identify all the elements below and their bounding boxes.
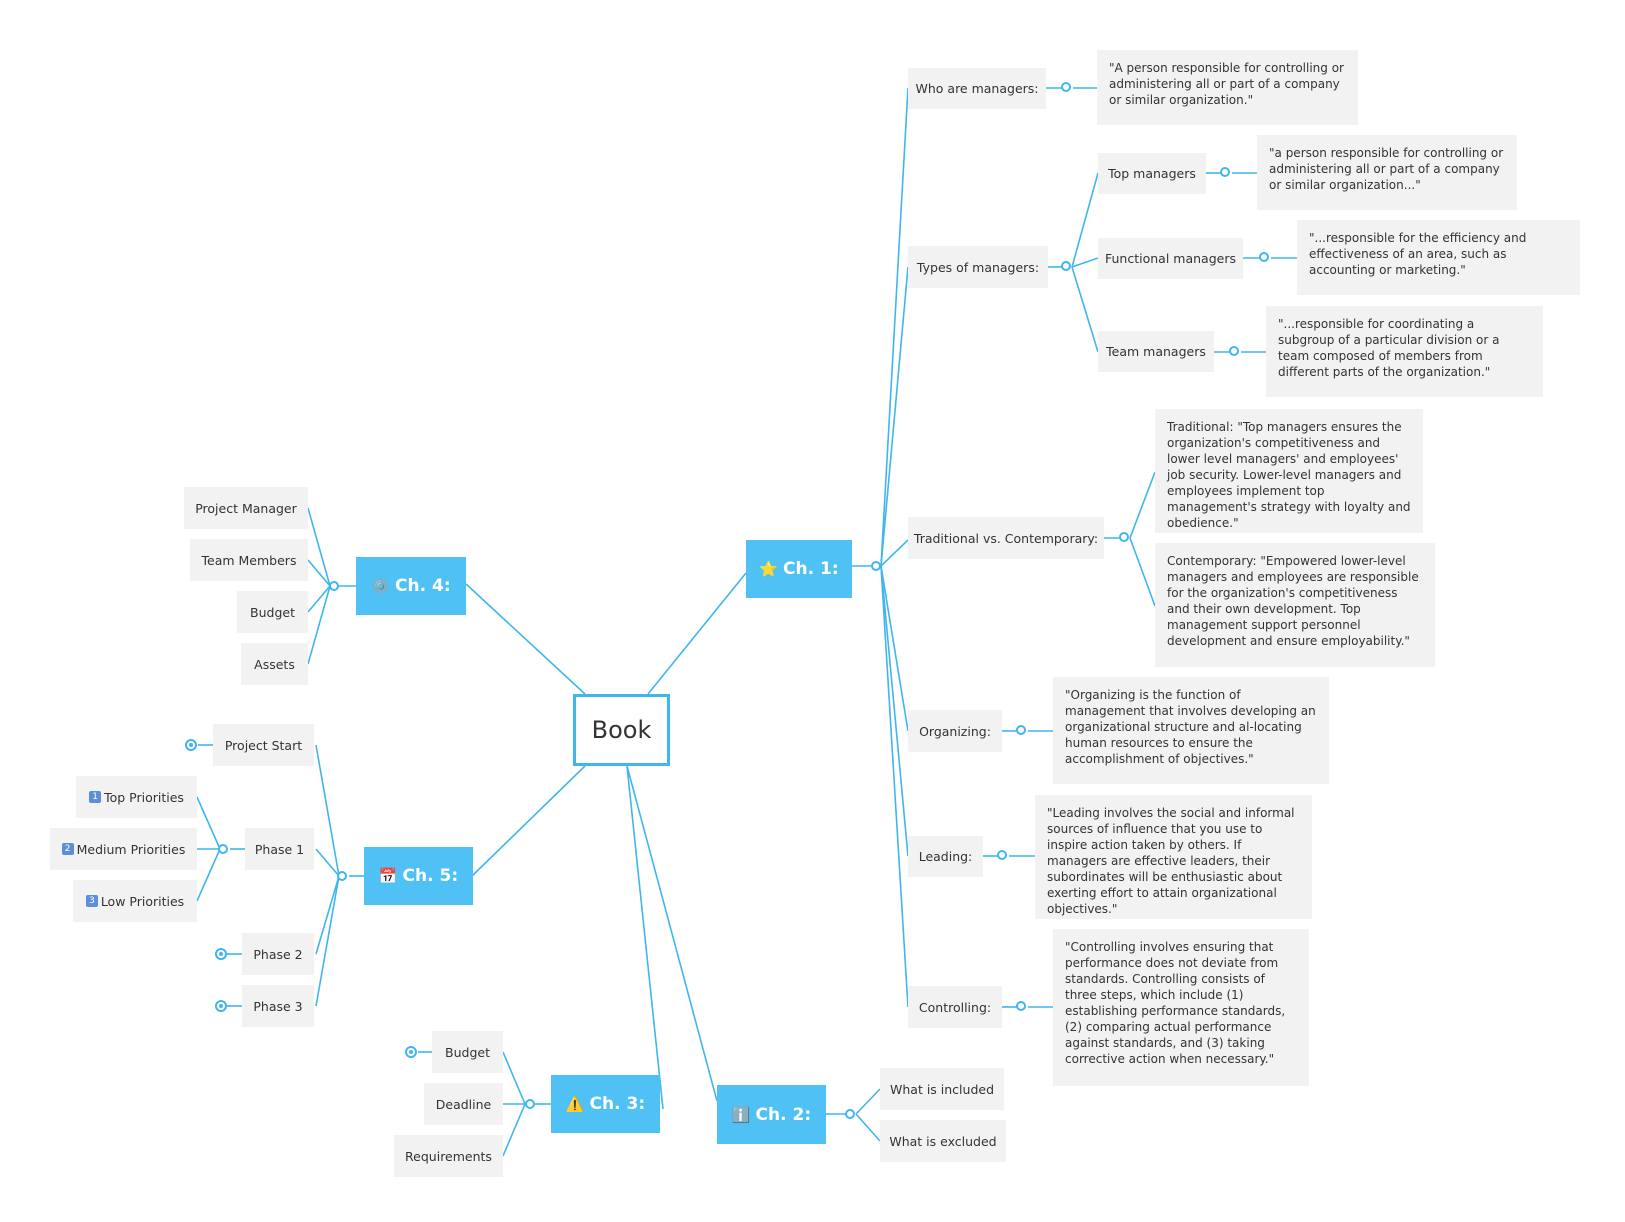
deadline-node[interactable]: Deadline xyxy=(424,1083,503,1125)
number-2-icon: 2 xyxy=(61,843,74,855)
chapter-3-node[interactable]: ⚠️ Ch. 3: xyxy=(551,1075,660,1133)
project-manager-node[interactable]: Project Manager xyxy=(184,487,308,529)
budget-node[interactable]: Budget xyxy=(237,591,308,633)
note-node[interactable]: "...responsible for coordinating a subgr… xyxy=(1266,306,1543,397)
chapter-label: Ch. 4: xyxy=(395,576,451,596)
collapse-toggle[interactable] xyxy=(1061,82,1071,92)
chapter-label: Ch. 2: xyxy=(755,1104,812,1125)
chapter-5-node[interactable]: 📅 Ch. 5: xyxy=(364,847,473,905)
phase-2-node[interactable]: Phase 2 xyxy=(242,933,314,975)
chapter-2-node[interactable]: ℹ️ Ch. 2: xyxy=(717,1085,826,1144)
contemporary-note[interactable]: Contemporary: "Empowered lower-level man… xyxy=(1155,543,1435,667)
leading-node[interactable]: Leading: xyxy=(908,836,983,877)
medium-priorities-node[interactable]: 2 Medium Priorities xyxy=(50,828,197,870)
requirements-node[interactable]: Requirements xyxy=(394,1135,503,1177)
budget-node[interactable]: Budget xyxy=(432,1031,503,1073)
note-node[interactable]: "a person responsible for controlling or… xyxy=(1257,135,1517,210)
note-node[interactable]: "Leading involves the social and informa… xyxy=(1035,795,1312,919)
top-managers-node[interactable]: Top managers xyxy=(1098,153,1206,194)
assets-node[interactable]: Assets xyxy=(241,643,308,685)
number-3-icon: 3 xyxy=(85,895,98,907)
collapse-toggle[interactable] xyxy=(1016,1001,1026,1011)
calendar-icon: 📅 xyxy=(378,867,398,885)
note-node[interactable]: "A person responsible for controlling or… xyxy=(1097,50,1358,125)
who-are-managers-node[interactable]: Who are managers: xyxy=(908,68,1046,109)
chapter-1-node[interactable]: ⭐ Ch. 1: xyxy=(746,540,852,598)
low-priorities-node[interactable]: 3 Low Priorities xyxy=(73,880,197,922)
phase-3-node[interactable]: Phase 3 xyxy=(242,985,314,1027)
collapse-toggle[interactable] xyxy=(997,850,1007,860)
functional-managers-node[interactable]: Functional managers xyxy=(1098,238,1243,279)
traditional-vs-contemporary-node[interactable]: Traditional vs. Contemporary: xyxy=(908,517,1104,559)
collapse-toggle[interactable] xyxy=(329,581,339,591)
note-node[interactable]: "Organizing is the function of managemen… xyxy=(1053,677,1329,784)
priority-label: Top Priorities xyxy=(104,789,184,805)
expand-toggle[interactable] xyxy=(215,1000,227,1012)
chapter-4-node[interactable]: ⚙️ Ch. 4: xyxy=(356,557,466,615)
collapse-toggle[interactable] xyxy=(871,561,881,571)
expand-toggle[interactable] xyxy=(215,948,227,960)
note-node[interactable]: "Controlling involves ensuring that perf… xyxy=(1053,929,1309,1086)
collapse-toggle[interactable] xyxy=(845,1109,855,1119)
chapter-label: Ch. 3: xyxy=(589,1094,646,1114)
team-managers-node[interactable]: Team managers xyxy=(1098,331,1214,372)
number-1-icon: 1 xyxy=(89,791,102,803)
collapse-toggle[interactable] xyxy=(337,871,347,881)
project-start-node[interactable]: Project Start xyxy=(213,724,314,766)
chapter-label: Ch. 5: xyxy=(402,866,459,886)
collapse-toggle[interactable] xyxy=(1016,725,1026,735)
priority-label: Low Priorities xyxy=(100,893,185,909)
collapse-toggle[interactable] xyxy=(1119,532,1129,542)
note-node[interactable]: "...responsible for the efficiency and e… xyxy=(1297,220,1580,295)
collapse-toggle[interactable] xyxy=(218,844,228,854)
info-icon: ℹ️ xyxy=(731,1105,751,1124)
traditional-note[interactable]: Traditional: "Top managers ensures the o… xyxy=(1155,409,1423,533)
chapter-label: Ch. 1: xyxy=(783,559,839,579)
phase-1-node[interactable]: Phase 1 xyxy=(245,828,314,870)
organizing-node[interactable]: Organizing: xyxy=(908,710,1002,752)
warning-icon: ⚠️ xyxy=(565,1095,585,1113)
collapse-toggle[interactable] xyxy=(1061,261,1071,271)
star-icon: ⭐ xyxy=(759,560,779,578)
collapse-toggle[interactable] xyxy=(1229,346,1239,356)
priority-label: Medium Priorities xyxy=(76,841,186,857)
controlling-node[interactable]: Controlling: xyxy=(908,986,1002,1028)
team-members-node[interactable]: Team Members xyxy=(190,539,308,581)
collapse-toggle[interactable] xyxy=(525,1099,535,1109)
collapse-toggle[interactable] xyxy=(1259,252,1269,262)
what-is-included-node[interactable]: What is included xyxy=(880,1068,1004,1110)
gear-icon: ⚙️ xyxy=(371,577,391,595)
expand-toggle[interactable] xyxy=(185,739,197,751)
root-node[interactable]: Book xyxy=(573,694,670,766)
what-is-excluded-node[interactable]: What is excluded xyxy=(880,1120,1006,1162)
expand-toggle[interactable] xyxy=(405,1046,417,1058)
collapse-toggle[interactable] xyxy=(1220,167,1230,177)
top-priorities-node[interactable]: 1 Top Priorities xyxy=(76,776,197,818)
types-of-managers-node[interactable]: Types of managers: xyxy=(908,246,1048,288)
